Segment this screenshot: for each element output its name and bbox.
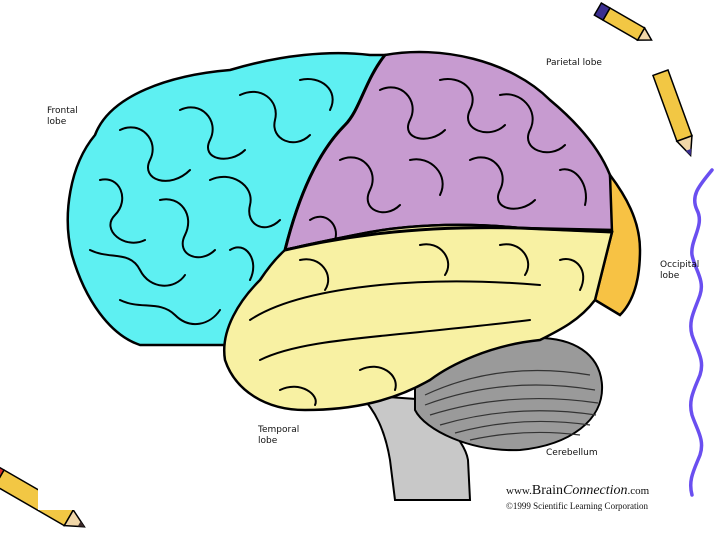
label-frontal-lobe: Frontal lobe — [47, 106, 78, 127]
label-occipital-lobe: Occipital lobe — [660, 260, 700, 281]
credit-prefix: www. — [506, 485, 532, 497]
decorative-wave-line — [688, 168, 714, 497]
white-mask-left — [38, 476, 78, 510]
credit-copyright: ©1999 Scientific Learning Corporation — [506, 501, 649, 511]
credit-suffix: .com — [627, 485, 650, 497]
label-parietal-lobe: Parietal lobe — [546, 58, 602, 68]
lateral-sulcus — [284, 226, 613, 252]
label-temporal-lobe: Temporal lobe — [258, 425, 300, 446]
credit-block: www.BrainConnection.com ©1999 Scientific… — [506, 483, 649, 511]
credit-brain: Brain — [531, 483, 563, 498]
label-cerebellum: Cerebellum — [546, 448, 598, 458]
credit-url: www.BrainConnection.com — [506, 483, 649, 499]
temporal-sulci — [249, 243, 585, 406]
pencil-icon-top-right — [593, 1, 653, 42]
pencil-icon-right — [652, 69, 693, 158]
credit-connection: Connection — [562, 483, 628, 498]
temporal-lobe — [222, 223, 614, 412]
frontal-sulci — [89, 78, 334, 325]
occipital-lobe — [593, 171, 642, 317]
parietal-sulci — [309, 78, 587, 241]
cerebellum-folia — [424, 369, 599, 441]
central-sulcus — [283, 54, 387, 251]
